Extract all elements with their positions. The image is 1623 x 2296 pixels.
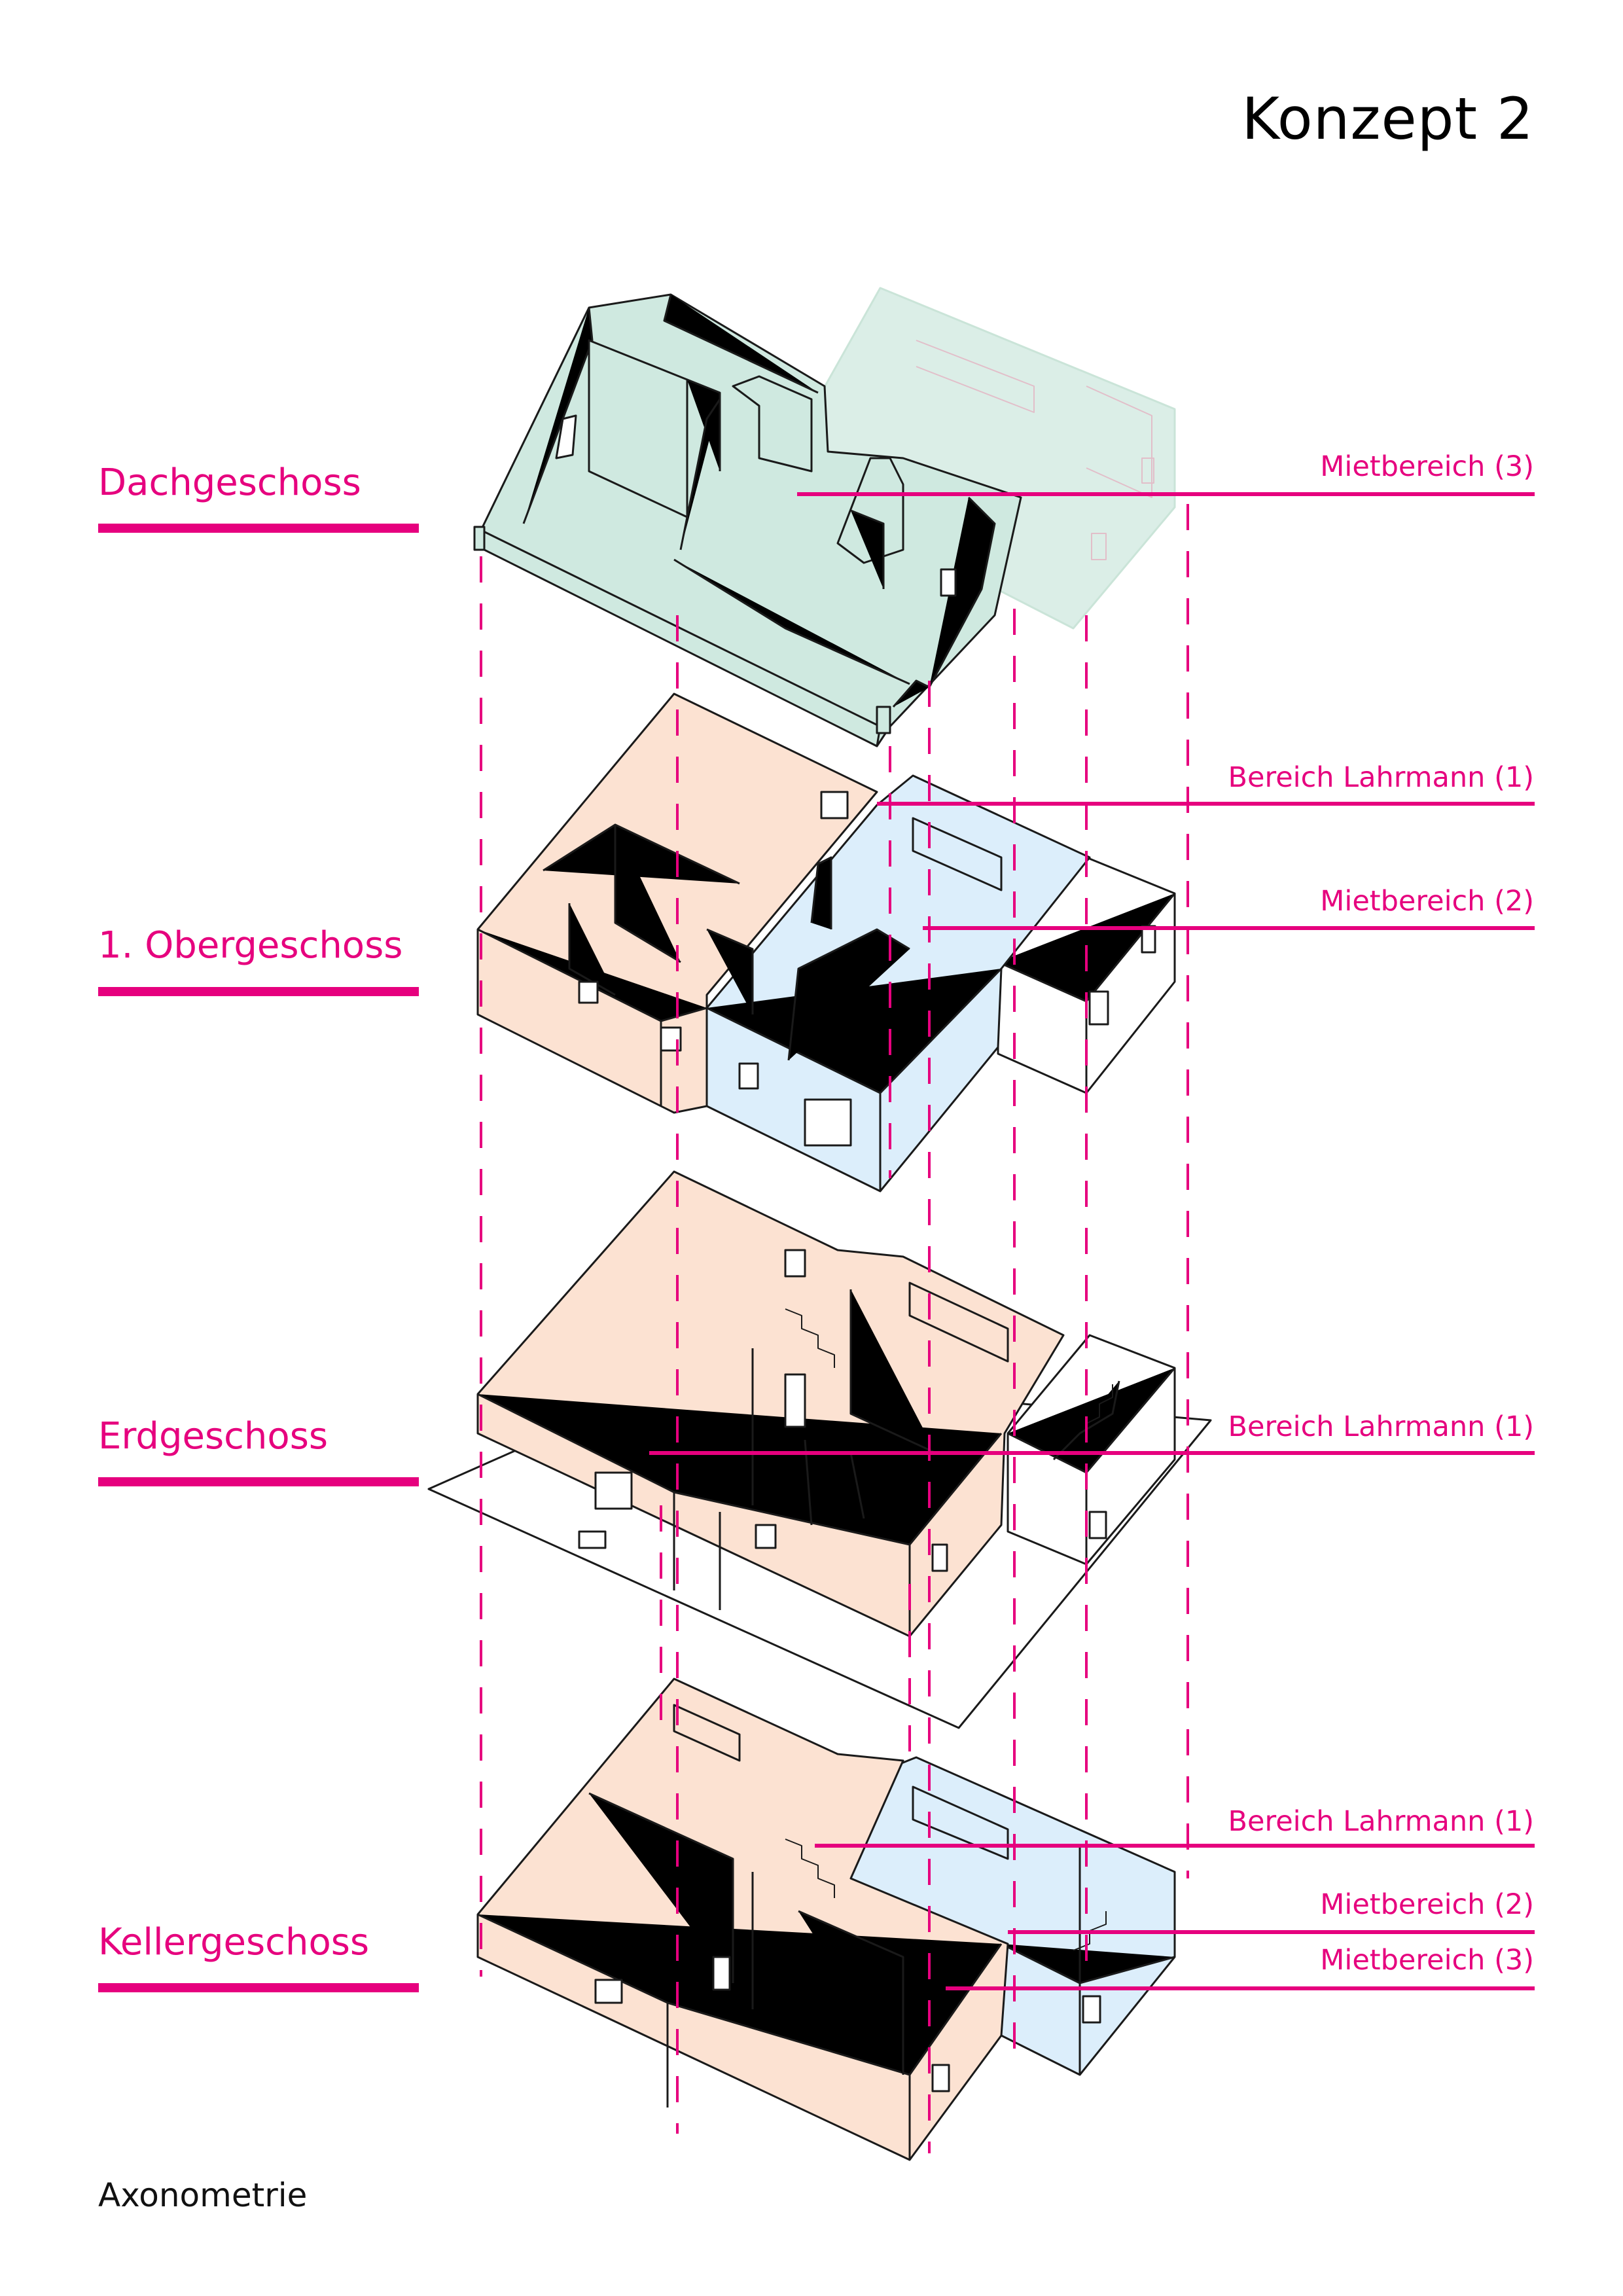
area-label-mietbereich-3-dach: Mietbereich (3) xyxy=(1320,450,1534,483)
floor-bar-erdgeschoss xyxy=(98,1477,419,1486)
area-label-lahrmann-kg: Bereich Lahrmann (1) xyxy=(1228,1805,1534,1838)
floor-bar-kellergeschoss xyxy=(98,1983,419,1992)
floor-label-obergeschoss: 1. Obergeschoss xyxy=(98,924,403,967)
area-label-mietbereich-2-og: Mietbereich (2) xyxy=(1320,885,1534,918)
floor-bar-dachgeschoss xyxy=(98,524,419,533)
basement-level xyxy=(476,1677,1176,2161)
roof-level xyxy=(473,287,1176,747)
ground-floor-level xyxy=(427,1170,1212,1729)
leader-lines xyxy=(649,492,1535,1990)
area-label-mietbereich-3-kg: Mietbereich (3) xyxy=(1320,1944,1534,1977)
floor-label-dachgeschoss: Dachgeschoss xyxy=(98,461,361,504)
area-label-lahrmann-og: Bereich Lahrmann (1) xyxy=(1228,761,1534,794)
floor-label-kellergeschoss: Kellergeschoss xyxy=(98,1921,370,1964)
stair-eg xyxy=(785,1308,1113,1424)
page-title: Konzept 2 xyxy=(1241,85,1534,152)
area-label-lahrmann-eg: Bereich Lahrmann (1) xyxy=(1228,1410,1534,1443)
floor-bar-obergeschoss xyxy=(98,987,419,996)
area-label-mietbereich-2-kg: Mietbereich (2) xyxy=(1320,1888,1534,1921)
floor-label-erdgeschoss: Erdgeschoss xyxy=(98,1415,329,1458)
upper-floor-level xyxy=(476,692,1176,1193)
drawing-caption: Axonometrie xyxy=(98,2176,308,2214)
